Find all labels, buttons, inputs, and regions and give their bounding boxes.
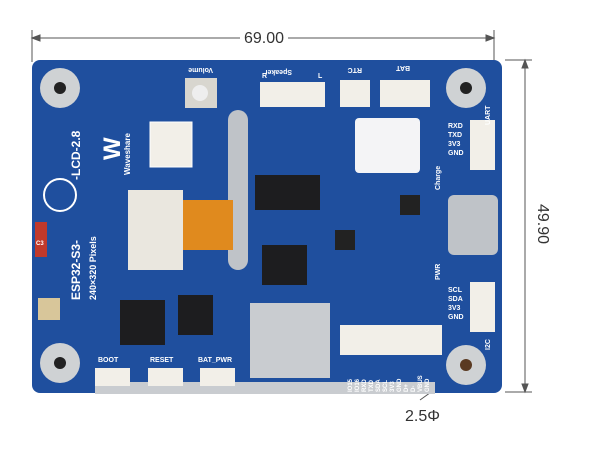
chip	[255, 175, 320, 210]
esp32-chip	[120, 300, 165, 345]
resolution-label: 240×320 Pixels	[88, 236, 98, 300]
white-window	[355, 118, 420, 173]
rtc-label: RTC	[348, 66, 362, 73]
uart-connector	[470, 120, 495, 170]
rohs-logo	[43, 178, 77, 212]
touch-fpc-connector	[149, 121, 193, 168]
board-detail: ESP32-S3- -LCD-2.8 240×320 Pixels Wavesh…	[69, 130, 132, 300]
silkscreen-label: SDA	[376, 379, 382, 392]
silkscreen-label: 3V3	[390, 381, 396, 392]
speaker-connector	[260, 82, 325, 107]
i2c-pin: SDA	[448, 296, 463, 303]
silkscreen-label: RXD	[362, 379, 368, 392]
silkscreen-label: D-	[411, 386, 417, 392]
bat-connector	[380, 80, 430, 107]
board-detail	[460, 359, 472, 371]
bat-label: BAT	[395, 64, 410, 71]
silkscreen-label: IO15	[348, 378, 354, 392]
board-detail	[30, 34, 41, 42]
board-title-b: -LCD-2.8	[69, 130, 83, 180]
board-detail	[460, 82, 472, 94]
width-dimension: 69.00	[240, 30, 289, 48]
bat-pwr-button[interactable]	[200, 368, 235, 386]
red-capacitor	[35, 222, 47, 257]
silkscreen-label: GND	[397, 378, 403, 392]
bottom-pin-header	[340, 325, 442, 355]
pwr-label: PWR	[435, 264, 442, 280]
uart-label: UART	[485, 105, 492, 125]
board-detail	[192, 85, 208, 101]
i2c-pin: SCL	[448, 287, 463, 294]
c3-label: C3	[36, 241, 44, 247]
mounting-hole	[40, 68, 80, 108]
i2c-pin: 3V3	[448, 305, 461, 312]
uart-pin: TXD	[448, 132, 462, 139]
height-dimension-line	[505, 58, 532, 394]
uart-pin: GND	[448, 150, 464, 157]
board-detail	[54, 82, 66, 94]
bat-pwr-label: BAT_PWR	[198, 357, 232, 364]
hole-diameter-label: 2.5Φ	[405, 408, 441, 425]
lcd-fpc-connector	[128, 190, 183, 270]
silkscreen-label: TXD	[369, 379, 375, 392]
board-detail	[521, 383, 529, 394]
rtc-connector	[340, 80, 370, 107]
chip	[262, 245, 307, 285]
board-detail	[485, 34, 496, 42]
brand-label: Waveshare	[123, 133, 132, 176]
height-dimension: 49.90	[533, 201, 552, 247]
antenna-connector	[38, 298, 60, 320]
charge-label: Charge	[435, 166, 442, 190]
chip	[335, 230, 355, 250]
silkscreen-label: SCL	[383, 380, 389, 392]
silkscreen-label: GND	[425, 378, 431, 392]
usb-c-port[interactable]	[448, 195, 498, 255]
silkscreen-label: IO16	[355, 378, 361, 392]
uart-pin: 3V3	[448, 141, 461, 148]
reset-label: RESET	[150, 357, 174, 364]
board-detail	[54, 357, 66, 369]
board-detail: Volume Speaker R L RTC BAT UART RXD TXD …	[36, 64, 492, 364]
board-detail	[521, 58, 529, 69]
reset-button[interactable]	[148, 368, 183, 386]
speaker-label: Speaker	[264, 68, 292, 75]
chip	[400, 195, 420, 215]
i2c-connector	[470, 282, 495, 332]
mounting-holes	[40, 68, 486, 385]
mounting-hole	[446, 68, 486, 108]
mounting-hole	[40, 343, 80, 383]
lcd-flex-cable	[183, 200, 233, 250]
speaker-l-label: L	[318, 73, 323, 80]
uart-pin: RXD	[448, 123, 463, 130]
waveshare-logo: W	[99, 137, 126, 160]
volume-label: Volume	[188, 66, 213, 73]
boot-button[interactable]	[95, 368, 130, 386]
flash-chip	[178, 295, 213, 335]
mounting-hole	[446, 345, 486, 385]
i2c-pin: GND	[448, 314, 464, 321]
i2c-label: I2C	[485, 339, 492, 350]
bottom-pin-labels: IO15 IO16 RXD TXD SDA SCL 3V3 GND D+ D- …	[348, 375, 431, 392]
silkscreen-label: D+	[404, 384, 410, 392]
silkscreen-label: VBUS	[418, 375, 424, 392]
board-title-a: ESP32-S3-	[69, 240, 83, 300]
boot-label: BOOT	[98, 357, 119, 364]
sd-card-slot[interactable]	[250, 303, 330, 378]
speaker-r-label: R	[262, 73, 267, 80]
